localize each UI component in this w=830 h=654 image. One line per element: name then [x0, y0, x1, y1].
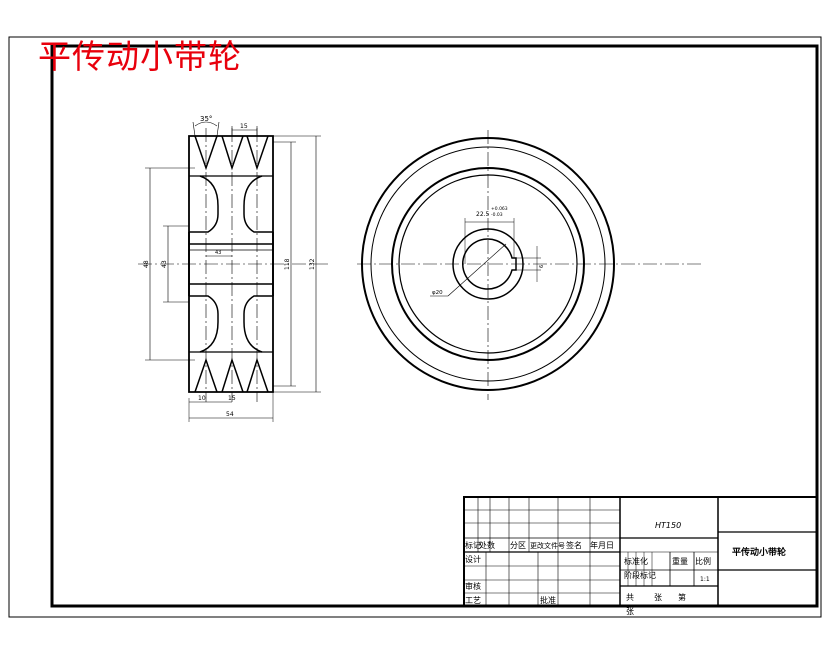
- title-block-text: HT150 平传动小带轮 标记 处数 分区 更改文件号 签名 年月日 设计 标准…: [465, 521, 786, 616]
- dim-key-width: 6: [539, 265, 545, 268]
- h-zone: 分区: [510, 541, 526, 550]
- nth: 第: [678, 592, 686, 602]
- dim-width-left: 10: [198, 395, 206, 402]
- dim-width-total: 54: [226, 411, 234, 418]
- stage-mark: 阶段标记: [624, 570, 656, 580]
- dim-keyway-tol-lower: -0.03: [491, 212, 503, 218]
- section-dim-labels: 35° 15 48 43 118 132 43 10 15 54: [143, 115, 316, 418]
- scale: 比例: [695, 556, 711, 566]
- dim-groove-angle: 35°: [200, 115, 212, 123]
- total: 共: [626, 593, 634, 602]
- dim-keyway-height: 22.5: [476, 211, 490, 218]
- dim-groove-pitch: 15: [240, 123, 248, 130]
- dim-hub-dia: 118: [284, 258, 291, 270]
- dim-bore-dia: φ20: [432, 290, 443, 296]
- material: HT150: [655, 521, 681, 530]
- part-name: 平传动小带轮: [732, 546, 786, 558]
- h-count: 处数: [479, 540, 495, 550]
- sheets-2: 张: [626, 607, 634, 616]
- review: 审核: [465, 581, 481, 591]
- outer-frame: [8, 36, 822, 618]
- h-sign: 签名: [566, 540, 582, 550]
- weight: 重量: [672, 556, 688, 566]
- dim-hub-left: 48: [143, 260, 150, 268]
- dim-hub-right: 43: [161, 260, 168, 268]
- design: 设计: [465, 554, 481, 564]
- sheets: 张: [654, 593, 662, 602]
- dim-width-mid: 15: [228, 395, 236, 402]
- dim-keyway-tol-upper: +0.063: [491, 206, 508, 212]
- dim-outer-dia: 132: [309, 258, 316, 270]
- h-date: 年月日: [590, 540, 614, 550]
- h-mark: 标记: [465, 540, 481, 550]
- inner-frame: [50, 44, 819, 608]
- h-doc: 更改文件号: [530, 541, 565, 550]
- approve: 批准: [540, 595, 556, 605]
- drawing-title: 平传动小带轮: [38, 37, 242, 76]
- front-dim-labels: 22.5 +0.063 -0.03 6 φ20: [432, 206, 545, 296]
- process: 工艺: [465, 596, 481, 605]
- dim-bore-width: 43: [215, 250, 221, 256]
- section-view: [138, 121, 330, 422]
- scale-value: 1:1: [700, 576, 710, 583]
- title-block: [463, 496, 818, 607]
- standardize: 标准化: [624, 556, 648, 566]
- front-view: [357, 130, 704, 400]
